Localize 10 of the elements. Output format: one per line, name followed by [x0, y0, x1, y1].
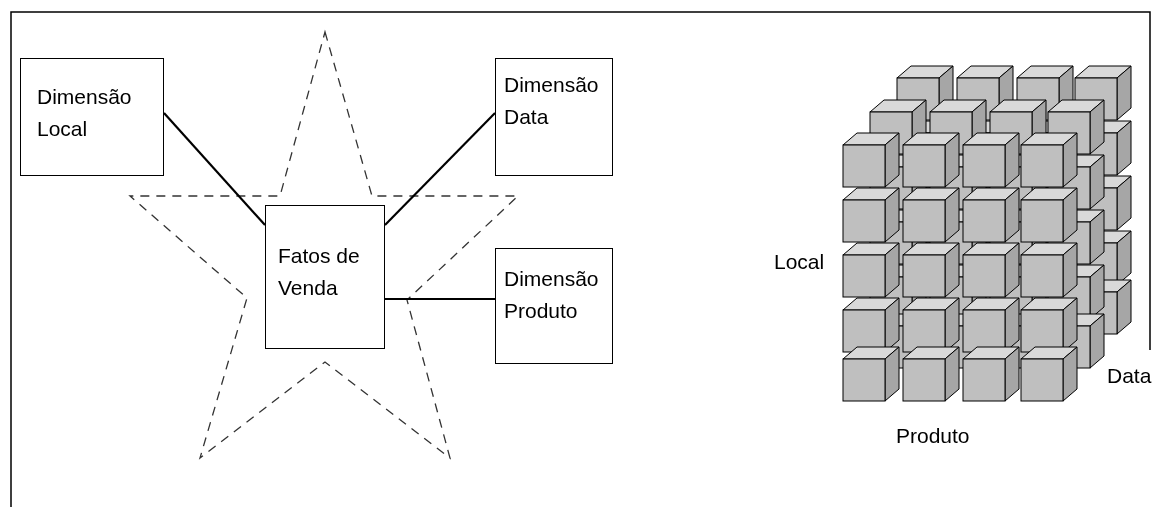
axis-label: Data	[1107, 364, 1152, 388]
axis-label: Produto	[896, 424, 970, 448]
dimension-box: Dimensão Local	[20, 58, 164, 176]
connector-line	[163, 112, 266, 226]
axis-label: Local	[774, 250, 825, 274]
dimension-box: Dimensão Data	[495, 58, 613, 176]
fact-box: Fatos de Venda	[265, 205, 385, 349]
connector-line	[385, 297, 495, 301]
dimension-box: Dimensão Produto	[495, 248, 613, 364]
connector-line	[384, 112, 496, 226]
